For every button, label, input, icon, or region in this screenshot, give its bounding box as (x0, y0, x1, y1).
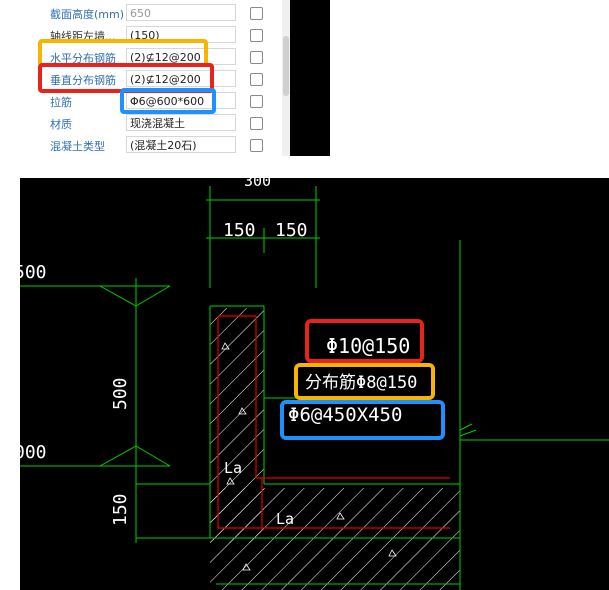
cad-edge (290, 0, 330, 156)
highlight-box-orange (294, 363, 435, 400)
scrollbar-thumb[interactable] (283, 36, 289, 96)
property-checkbox[interactable] (250, 139, 263, 152)
property-row[interactable]: 混凝土类型 (混凝土20石) (20, 134, 282, 156)
dim-vertical-500: 500 (110, 377, 131, 410)
property-value-field[interactable]: (混凝土20石) (126, 136, 236, 153)
scrollbar[interactable] (282, 0, 290, 156)
label-la-wall: La (224, 459, 242, 477)
annotation-main-rebar: Φ10@150 (326, 334, 410, 358)
property-checkbox[interactable] (250, 7, 263, 20)
property-checkbox[interactable] (250, 117, 263, 130)
annotation-tie-bar: Φ6@450X450 (288, 404, 402, 426)
property-name: 截面高度(mm) (50, 8, 125, 21)
dim-vertical-150: 150 (110, 493, 131, 526)
property-checkbox[interactable] (250, 95, 263, 108)
property-name: 垂直分布钢筋 (50, 74, 116, 87)
dim-left-500: 500 (20, 262, 47, 283)
dim-left-part: 150 (223, 220, 256, 241)
highlight-box-red (305, 319, 424, 363)
annotation-distribution-rebar: 分布筋Φ8@150 (305, 373, 417, 393)
property-value-field[interactable]: 650 (126, 4, 236, 21)
dim-left-000: 000 (20, 442, 47, 463)
highlight-box-blue (120, 88, 216, 114)
property-checkbox[interactable] (250, 29, 263, 42)
highlight-box-blue (280, 400, 445, 440)
property-checkbox[interactable] (250, 51, 263, 64)
property-name: 混凝土类型 (50, 140, 105, 153)
property-checkbox[interactable] (250, 73, 263, 86)
aggregate-marks (221, 342, 397, 571)
structure-outline (20, 186, 609, 590)
property-row-vertical-rebar[interactable]: 垂直分布钢筋 (2)⊈12@200 (20, 68, 282, 90)
property-name: 拉筋 (50, 96, 72, 109)
label-la-slab: La (276, 510, 294, 528)
rebar-lines (217, 315, 450, 530)
property-value-field[interactable]: 现浇混凝土 (126, 114, 236, 131)
property-value-field[interactable]: (2)⊈12@200 (126, 70, 236, 87)
property-panel: 截面高度(mm) 650 轴线距左墙... (150) 水平分布钢筋 (2)⊈1… (20, 0, 330, 156)
cad-drawing-view[interactable]: 300 150 150 500 000 500 150 La La Φ10@15… (20, 178, 609, 590)
dim-right-part: 150 (275, 220, 308, 241)
slab-hatch (210, 488, 460, 590)
property-name: 水平分布钢筋 (50, 52, 116, 65)
cad-canvas: 300 150 150 500 000 500 150 La La Φ10@15… (20, 178, 609, 590)
property-row[interactable]: 材质 现浇混凝土 (20, 112, 282, 134)
dim-top-total: 300 (244, 178, 271, 190)
property-row[interactable]: 截面高度(mm) 650 (20, 2, 282, 24)
property-name: 材质 (50, 118, 72, 131)
